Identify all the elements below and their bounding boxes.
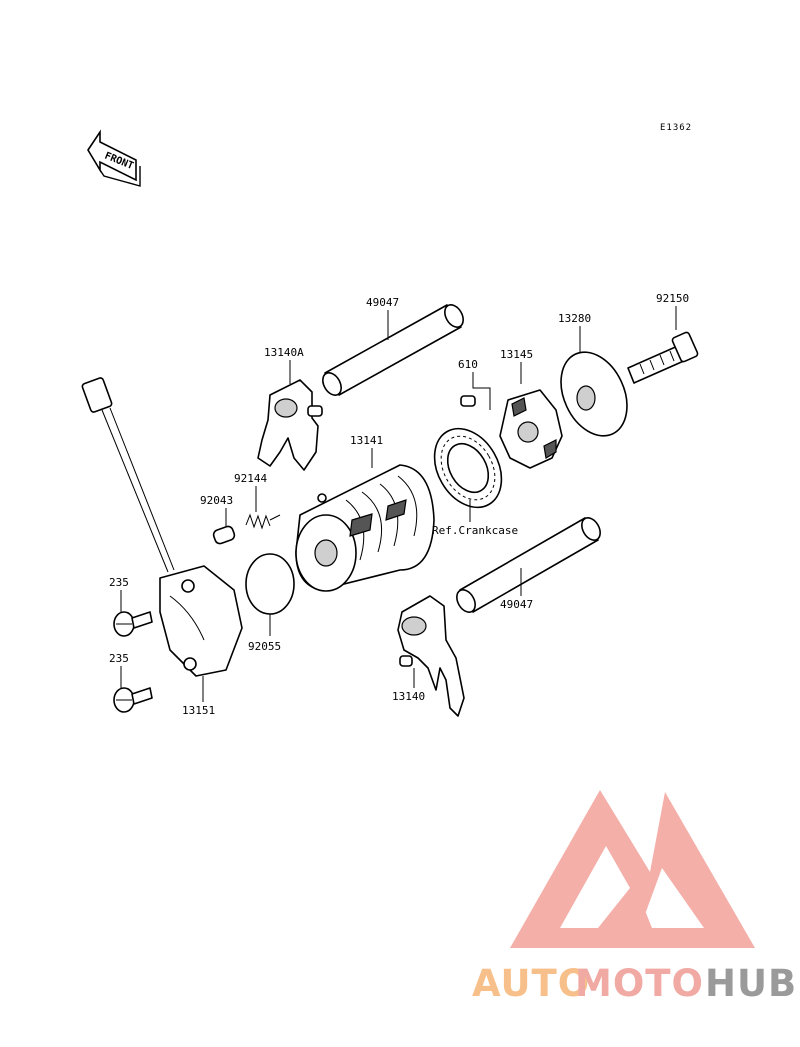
logo-word-hub: HUB [705, 962, 797, 1005]
bearing [433, 427, 503, 509]
shift-rod-upper [322, 304, 464, 396]
label-235-upper: 235 [109, 576, 129, 589]
label-610: 610 [458, 358, 478, 371]
stopper-plate [560, 351, 628, 437]
screw-upper [113, 611, 153, 637]
pin [212, 525, 236, 545]
label-13145: 13145 [500, 348, 533, 361]
label-13151: 13151 [182, 704, 215, 717]
label-92150: 92150 [656, 292, 689, 305]
shift-drum [295, 464, 435, 592]
neutral-switch [81, 377, 243, 677]
label-92144: 92144 [234, 472, 267, 485]
spring [245, 513, 281, 530]
label-92055: 92055 [248, 640, 281, 653]
label-ref-crankcase: Ref.Crankcase [432, 524, 518, 537]
label-235-lower: 235 [109, 652, 129, 665]
diagram-code: E1362 [660, 123, 692, 133]
label-13140A: 13140A [264, 346, 304, 359]
shift-rod-lower [456, 517, 601, 613]
shift-fork-upper [257, 379, 323, 471]
shift-fork-lower [397, 595, 465, 717]
label-49047-lower: 49047 [500, 598, 533, 611]
leader-lines [120, 306, 677, 702]
label-49047-upper: 49047 [366, 296, 399, 309]
o-ring [245, 553, 295, 615]
front-arrow-icon: FRONT [87, 129, 141, 187]
label-13140: 13140 [392, 690, 425, 703]
drum-cam [499, 389, 563, 469]
screw-lower [113, 687, 153, 713]
label-13280: 13280 [558, 312, 591, 325]
label-92043: 92043 [200, 494, 233, 507]
logo-word-moto: MOTO [575, 962, 704, 1005]
automotohub-logo [510, 790, 755, 948]
small-pin [460, 395, 476, 407]
label-13141: 13141 [350, 434, 383, 447]
logo-word-auto: AUTO [472, 962, 590, 1005]
bolt [627, 331, 699, 384]
